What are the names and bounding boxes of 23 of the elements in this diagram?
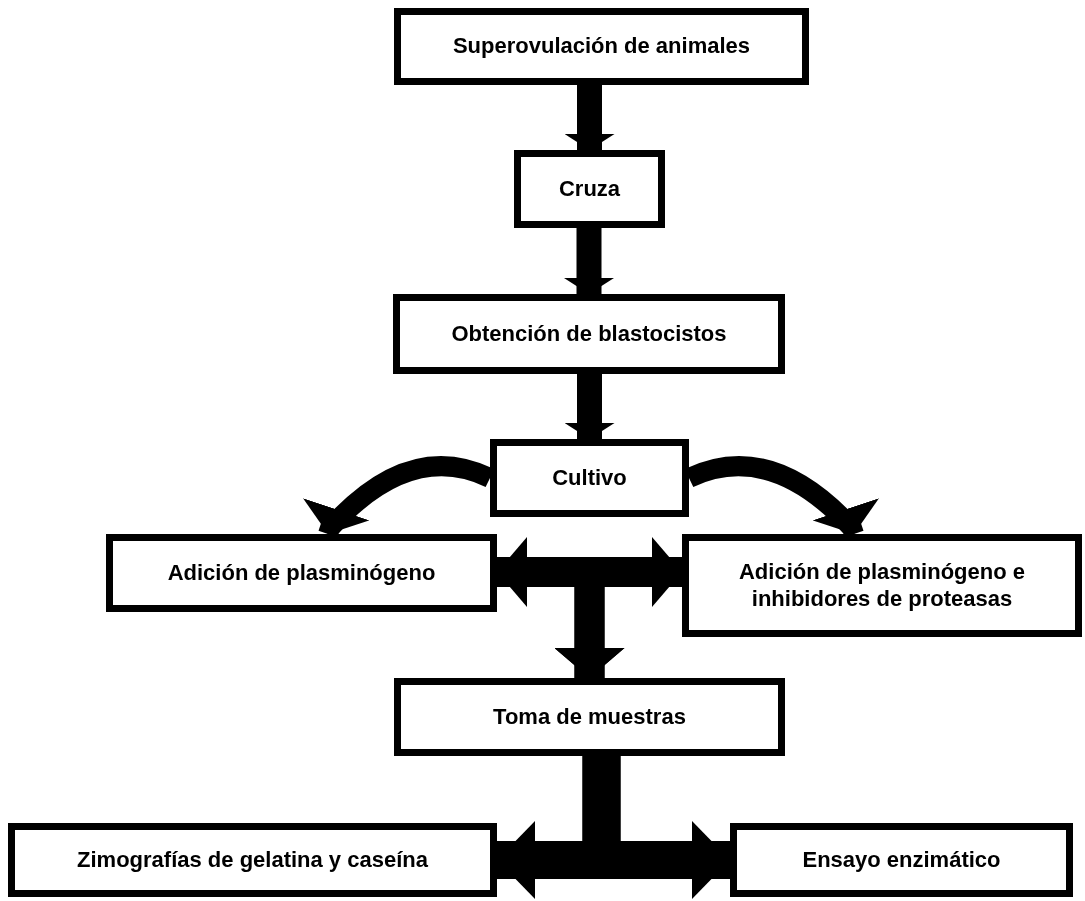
box-label: Adición de plasminógeno — [167, 559, 436, 587]
box-label: Superovulación de animales — [452, 33, 751, 60]
process-box — [393, 294, 785, 374]
block-arrow — [564, 374, 615, 439]
box-label: Ensayo enzimático — [802, 846, 1001, 874]
box-label: Adición de plasminógeno e inhibidores de proteasas — [737, 559, 1026, 612]
box-label: Toma de muestras — [493, 703, 686, 731]
process-box — [106, 534, 497, 612]
process-box — [514, 150, 665, 228]
block-arrow — [554, 537, 682, 678]
process-box — [394, 8, 809, 85]
process-box — [682, 534, 1082, 637]
box-label: Obtención de blastocistos — [451, 320, 727, 348]
process-box — [730, 823, 1073, 897]
box-label: Cruza — [558, 175, 621, 203]
process-box — [8, 823, 497, 897]
block-arrow — [564, 228, 614, 294]
process-box — [490, 439, 689, 517]
process-box — [394, 678, 785, 756]
block-arrow — [564, 85, 615, 150]
box-label: Zimografías de gelatina y caseína — [77, 846, 428, 874]
box-label: Cultivo — [552, 464, 627, 492]
block-arrow — [582, 756, 730, 899]
